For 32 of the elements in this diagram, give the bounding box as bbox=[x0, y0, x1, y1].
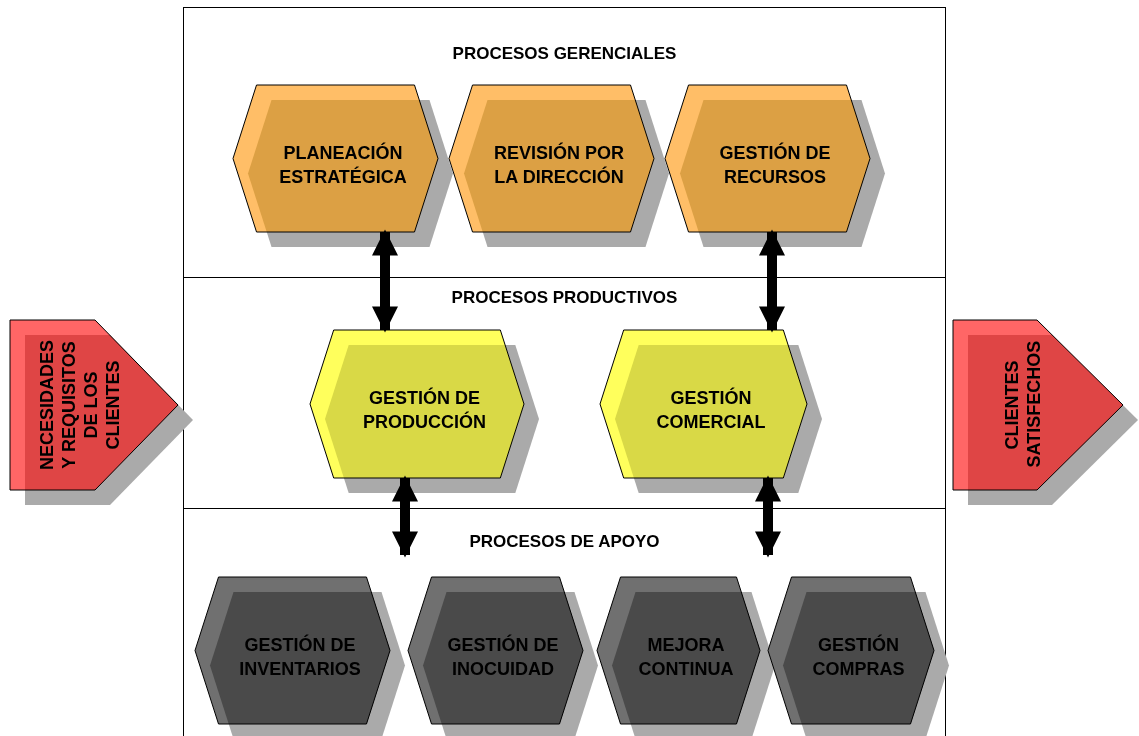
process-label: MEJORA CONTINUA bbox=[637, 633, 735, 681]
double-arrow bbox=[372, 229, 398, 333]
process-label: REVISIÓN POR LA DIRECCIÓN bbox=[492, 141, 625, 189]
process-label: PLANEACIÓN ESTRATÉGICA bbox=[278, 141, 408, 189]
process-hexagon bbox=[600, 330, 822, 493]
swimlane-band bbox=[183, 277, 946, 509]
process-label: GESTIÓN COMPRAS bbox=[811, 633, 906, 681]
process-label: NECESIDADES Y REQUISITOS DE LOS CLIENTES bbox=[35, 339, 124, 472]
double-arrow bbox=[759, 229, 785, 333]
double-arrow bbox=[755, 475, 781, 558]
process-hexagon bbox=[665, 85, 885, 247]
pentagon-arrow bbox=[953, 320, 1138, 505]
swimlane-band bbox=[183, 508, 946, 736]
process-label: GESTIÓN DE RECURSOS bbox=[718, 141, 832, 189]
process-hexagon bbox=[233, 85, 453, 247]
process-label: CLIENTES SATISFECHOS bbox=[1000, 342, 1045, 468]
band-title: PROCESOS GERENCIALES bbox=[451, 44, 678, 64]
pentagon-arrow bbox=[10, 320, 193, 505]
swimlane-band bbox=[183, 7, 946, 278]
process-hexagon bbox=[310, 330, 539, 493]
process-hexagon bbox=[449, 85, 669, 247]
process-label: GESTIÓN DE INOCUIDAD bbox=[446, 633, 560, 681]
process-label: GESTIÓN DE PRODUCCIÓN bbox=[362, 386, 487, 434]
process-hexagon bbox=[408, 577, 598, 736]
double-arrow bbox=[392, 475, 418, 558]
process-hexagon bbox=[195, 577, 405, 736]
band-title: PROCESOS PRODUCTIVOS bbox=[450, 288, 679, 308]
band-title: PROCESOS DE APOYO bbox=[468, 532, 661, 552]
process-label: GESTIÓN DE INVENTARIOS bbox=[238, 633, 362, 681]
process-hexagon bbox=[597, 577, 775, 736]
process-label: GESTIÓN COMERCIAL bbox=[655, 386, 767, 434]
process-hexagon bbox=[768, 577, 949, 736]
